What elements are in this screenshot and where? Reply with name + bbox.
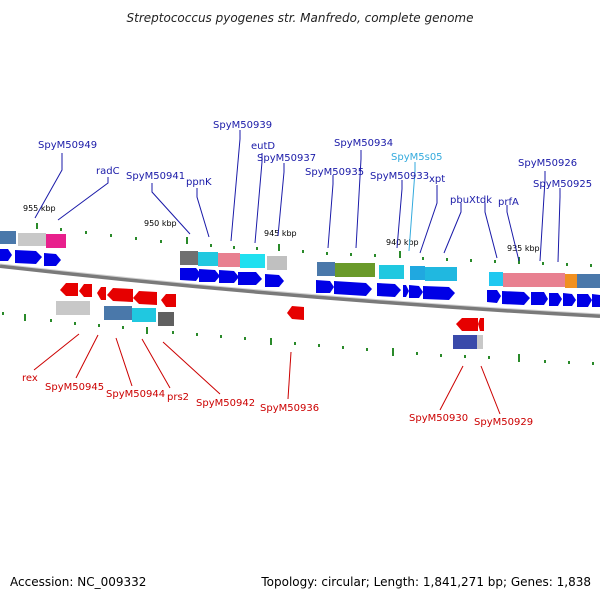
gene-label[interactable]: tdk: [476, 195, 492, 206]
gene-label[interactable]: SpyM50949: [38, 140, 97, 151]
gene-arrow: [180, 268, 201, 281]
gene-arrow: [577, 294, 592, 307]
genome-backbone: [0, 264, 600, 318]
cds-block: [56, 301, 90, 315]
gene-arrow: [199, 269, 220, 282]
gene-label[interactable]: radC: [96, 166, 120, 177]
cds-block: [132, 308, 156, 322]
gene-arrow: [15, 250, 42, 264]
cds-block: [453, 335, 477, 349]
gene-arrow: [316, 280, 334, 293]
cds-block: [218, 253, 240, 267]
cds-block: [180, 251, 198, 265]
cds-block: [335, 263, 375, 277]
cds-block: [46, 234, 66, 248]
gene-arrow: [531, 292, 548, 305]
scale-label: 935 kbp: [507, 244, 540, 253]
gene-label[interactable]: SpyM50925: [533, 179, 592, 190]
gene-arrow: [44, 253, 61, 266]
gene-label[interactable]: SpyM50934: [334, 138, 393, 149]
gene-arrow: [161, 294, 176, 307]
cds-block: [477, 335, 483, 349]
gene-arrow: [423, 286, 455, 300]
genome-backbone-highlight: [0, 263, 600, 315]
cds-block: [240, 254, 265, 268]
map-title: Streptococcus pyogenes str. Manfredo, co…: [127, 11, 474, 25]
gene-arrow: [79, 284, 92, 297]
gene-label[interactable]: SpyM50945: [45, 382, 104, 393]
gene-arrow: [403, 285, 409, 297]
gene-arrow: [60, 283, 78, 296]
cds-block: [577, 274, 600, 288]
gene-arrow: [409, 285, 423, 298]
gene-label[interactable]: rex: [22, 373, 38, 384]
gene-label[interactable]: SpyM50935: [305, 167, 364, 178]
gene-arrow: [563, 293, 576, 306]
rna-label-leader: [408, 162, 416, 252]
gene-label[interactable]: eutD: [251, 141, 275, 152]
cds-block: [565, 274, 577, 288]
forward-gene-track: [0, 249, 600, 307]
gene-label[interactable]: ppnK: [186, 177, 212, 188]
gene-arrow: [478, 318, 484, 331]
cds-block: [104, 306, 132, 320]
cds-block: [198, 252, 218, 266]
gene-label[interactable]: SpyM50930: [409, 413, 468, 424]
forward-label-leaders: [34, 130, 561, 263]
reverse-gene-track: [60, 283, 484, 331]
gene-arrow: [549, 293, 562, 306]
gene-label[interactable]: SpyM50933: [370, 171, 429, 182]
forward-cds-track: [0, 231, 600, 288]
gene-label[interactable]: SpyM50936: [260, 403, 319, 414]
gene-arrow: [502, 291, 530, 305]
gene-label[interactable]: prs2: [167, 392, 189, 403]
gene-label[interactable]: SpyM50926: [518, 158, 577, 169]
cds-block: [18, 233, 46, 246]
scale-label: 945 kbp: [264, 229, 297, 238]
gene-arrow: [287, 306, 304, 320]
gene-label[interactable]: SpyM50944: [106, 389, 165, 400]
scale-label: 950 kbp: [144, 219, 177, 228]
forward-gene-labels: SpyM50949 radC SpyM50941 ppnK SpyM50939 …: [38, 120, 592, 208]
gene-label[interactable]: SpyM50941: [126, 171, 185, 182]
cds-block: [158, 312, 174, 326]
cds-block: [489, 272, 503, 286]
gene-arrow: [107, 288, 133, 302]
gene-arrow: [334, 281, 372, 296]
cds-block: [267, 256, 287, 270]
reverse-gene-labels: rex SpyM50945 SpyM50944 prs2 SpyM50942 S…: [22, 373, 533, 428]
genome-summary-text: Topology: circular; Length: 1,841,271 bp…: [260, 575, 591, 589]
rna-label[interactable]: SpyM5s05: [391, 152, 443, 163]
gene-arrow: [0, 249, 12, 261]
gene-arrow: [377, 283, 401, 297]
gene-label[interactable]: pbuX: [450, 195, 476, 206]
gene-arrow: [265, 274, 284, 287]
scale-label: 955 kbp: [23, 204, 56, 213]
scale-label: 940 kbp: [386, 238, 419, 247]
gene-label[interactable]: SpyM50939: [213, 120, 272, 131]
gene-arrow: [133, 291, 157, 305]
reverse-label-leaders: [33, 333, 501, 415]
cds-block: [317, 262, 335, 276]
accession-text: Accession: NC_009332: [10, 575, 146, 589]
gene-label[interactable]: SpyM50937: [257, 153, 316, 164]
cds-block: [410, 266, 425, 280]
gene-label[interactable]: prfA: [498, 197, 519, 208]
gene-arrow: [97, 287, 106, 300]
gene-arrow: [456, 318, 478, 331]
gene-arrow: [592, 294, 600, 307]
gene-arrow: [219, 270, 239, 283]
gene-arrow: [238, 272, 262, 285]
cds-block: [503, 273, 565, 287]
gene-label[interactable]: SpyM50929: [474, 417, 533, 428]
tick-ring-inner: [2, 312, 594, 365]
gene-label[interactable]: xpt: [429, 174, 445, 185]
cds-block: [379, 265, 404, 279]
gene-label[interactable]: SpyM50942: [196, 398, 255, 409]
reverse-cds-track: [56, 301, 483, 349]
cds-block: [425, 267, 457, 281]
cds-block: [0, 231, 16, 244]
gene-arrow: [487, 290, 501, 303]
